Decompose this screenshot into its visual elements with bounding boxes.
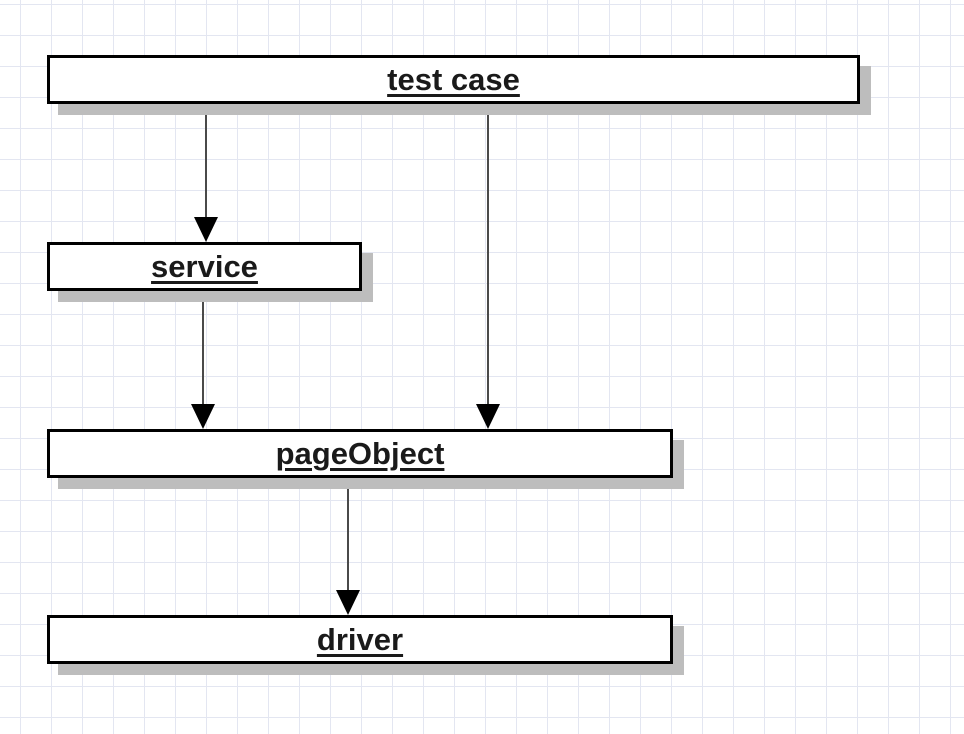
arrowhead-pageobject-from-test-case-icon xyxy=(476,404,500,429)
node-label-driver: driver xyxy=(316,622,404,657)
node-pageobject[interactable]: pageObject xyxy=(47,429,673,478)
node-test-case[interactable]: test case xyxy=(47,55,860,104)
node-label-service: service xyxy=(151,249,258,284)
arrowhead-driver-icon xyxy=(336,590,360,615)
node-driver[interactable]: driver xyxy=(47,615,673,664)
node-label-pageobject: pageObject xyxy=(275,436,445,471)
node-label-test-case: test case xyxy=(387,62,520,97)
node-service[interactable]: service xyxy=(47,242,362,291)
arrowhead-service-icon xyxy=(194,217,218,242)
arrowhead-pageobject-from-service-icon xyxy=(191,404,215,429)
